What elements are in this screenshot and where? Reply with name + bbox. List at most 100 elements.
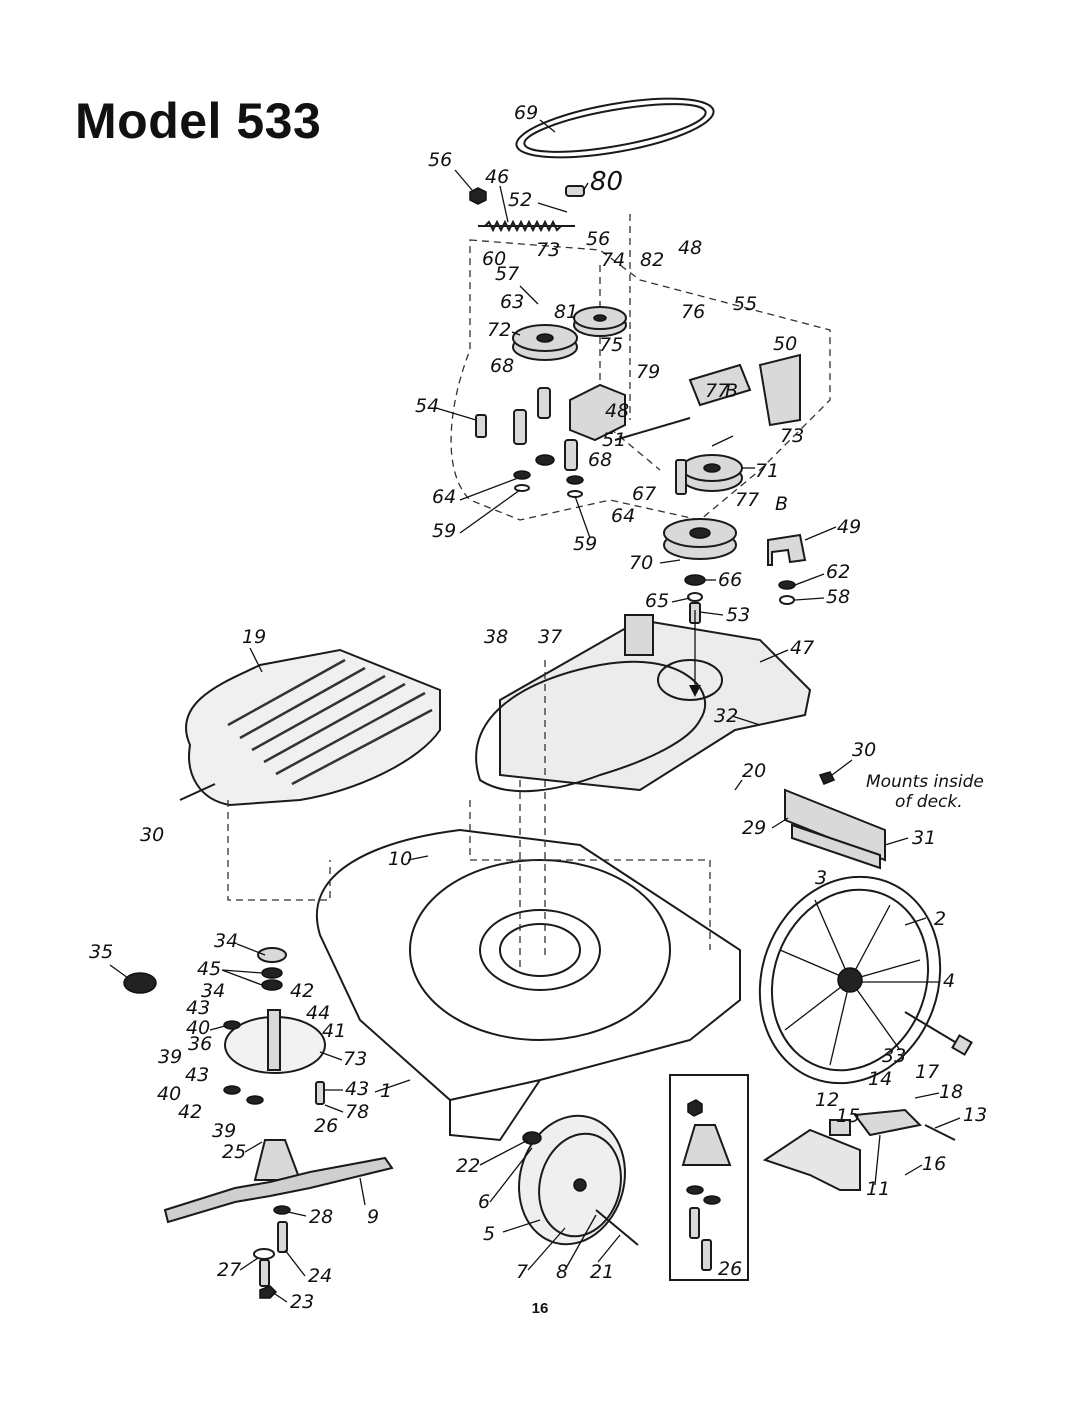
callout-14: 14 — [868, 1068, 892, 1090]
callout-70: 70 — [629, 552, 653, 574]
callout-73: 73 — [780, 425, 804, 447]
page-number: 16 — [531, 1300, 549, 1317]
callout-57: 57 — [495, 263, 519, 285]
callout-41: 41 — [322, 1020, 346, 1042]
callout-65: 65 — [645, 590, 669, 612]
callout-73: 73 — [536, 239, 560, 261]
callout-58: 58 — [826, 586, 850, 608]
callout-26: 26 — [314, 1115, 338, 1137]
callout-27: 27 — [217, 1259, 241, 1281]
callout-8: 8 — [556, 1261, 568, 1283]
callout-48: 48 — [678, 237, 702, 259]
callout-77: 77 — [735, 489, 759, 511]
callout-80: 80 — [590, 167, 623, 197]
callout-1: 1 — [380, 1080, 392, 1102]
callout-60: 60 — [482, 248, 506, 270]
callout-74: 74 — [601, 249, 625, 271]
callout-78: 78 — [345, 1101, 369, 1123]
note-mounts-inside: Mounts inside — [866, 772, 984, 792]
callout-34: 34 — [201, 980, 225, 1002]
callout-54: 54 — [415, 395, 439, 417]
callout-56: 56 — [586, 228, 610, 250]
callout-50: 50 — [773, 333, 797, 355]
callout-39: 39 — [212, 1120, 236, 1142]
callout-37: 37 — [538, 626, 562, 648]
letter-b-lower: B — [775, 493, 788, 515]
callout-59: 59 — [573, 533, 597, 555]
callout-43: 43 — [185, 1064, 209, 1086]
callout-43: 43 — [186, 997, 210, 1019]
deck-plate — [499, 610, 812, 792]
callout-34: 34 — [214, 930, 238, 952]
callout-43: 43 — [345, 1078, 369, 1100]
callout-56: 56 — [428, 149, 452, 171]
callout-22: 22 — [456, 1155, 480, 1177]
callout-72: 72 — [487, 319, 511, 341]
callout-35: 35 — [89, 941, 113, 963]
callout-55: 55 — [733, 293, 757, 315]
callout-25: 25 — [222, 1141, 246, 1163]
callout-45: 45 — [197, 958, 221, 980]
callout-5: 5 — [483, 1223, 495, 1245]
callout-20: 20 — [742, 760, 766, 782]
mower-deck — [227, 660, 741, 1142]
callout-24: 24 — [308, 1265, 332, 1287]
callout-47: 47 — [790, 637, 814, 659]
note-of-deck: of deck. — [895, 792, 963, 812]
callout-28: 28 — [309, 1206, 333, 1228]
callout-69: 69 — [514, 102, 538, 124]
callout-6: 6 — [478, 1191, 490, 1213]
callout-11: 11 — [866, 1178, 890, 1200]
callout-64: 64 — [432, 486, 456, 508]
callout-53: 53 — [726, 604, 750, 626]
callout-32: 32 — [714, 705, 738, 727]
height-adjust-bracket — [784, 771, 886, 870]
callout-17: 17 — [915, 1061, 939, 1083]
callout-36: 36 — [188, 1033, 212, 1055]
callout-10: 10 — [388, 848, 412, 870]
callout-40: 40 — [157, 1083, 181, 1105]
callout-9: 9 — [367, 1206, 379, 1228]
callout-49: 49 — [837, 516, 861, 538]
letter-b-upper: B — [725, 380, 738, 402]
callout-68: 68 — [588, 449, 612, 471]
blade-spindle-assembly — [123, 947, 394, 1299]
callout-64: 64 — [611, 505, 635, 527]
callout-21: 21 — [590, 1261, 614, 1283]
callout-62: 62 — [826, 561, 850, 583]
callout-68: 68 — [490, 355, 514, 377]
callout-82: 82 — [640, 249, 664, 271]
drive-belt — [515, 97, 715, 159]
grass-bag-cover — [179, 648, 441, 807]
callout-48: 48 — [605, 400, 629, 422]
callout-7: 7 — [516, 1261, 528, 1283]
callout-67: 67 — [632, 483, 656, 505]
callout-75: 75 — [599, 334, 623, 356]
callout-38: 38 — [484, 626, 508, 648]
callout-73: 73 — [343, 1048, 367, 1070]
callout-19: 19 — [242, 626, 266, 648]
callout-42: 42 — [290, 980, 314, 1002]
callout-3: 3 — [815, 867, 827, 889]
callout-81: 81 — [554, 301, 578, 323]
callout-30: 30 — [852, 739, 876, 761]
callout-2: 2 — [934, 908, 946, 930]
callout-39: 39 — [158, 1046, 182, 1068]
callout-29: 29 — [742, 817, 766, 839]
callout-30: 30 — [140, 824, 164, 846]
callout-59: 59 — [432, 520, 456, 542]
callout-16: 16 — [922, 1153, 946, 1175]
callout-23: 23 — [290, 1291, 314, 1313]
callout-42: 42 — [178, 1101, 202, 1123]
callout-33: 33 — [882, 1045, 906, 1067]
callout-4: 4 — [943, 970, 955, 992]
callout-46: 46 — [485, 166, 509, 188]
callout-26: 26 — [718, 1258, 742, 1280]
callout-71: 71 — [755, 460, 779, 482]
callout-40: 40 — [186, 1017, 210, 1039]
leader-lines — [109, 119, 961, 1303]
callout-76: 76 — [681, 301, 705, 323]
callout-12: 12 — [815, 1089, 839, 1111]
